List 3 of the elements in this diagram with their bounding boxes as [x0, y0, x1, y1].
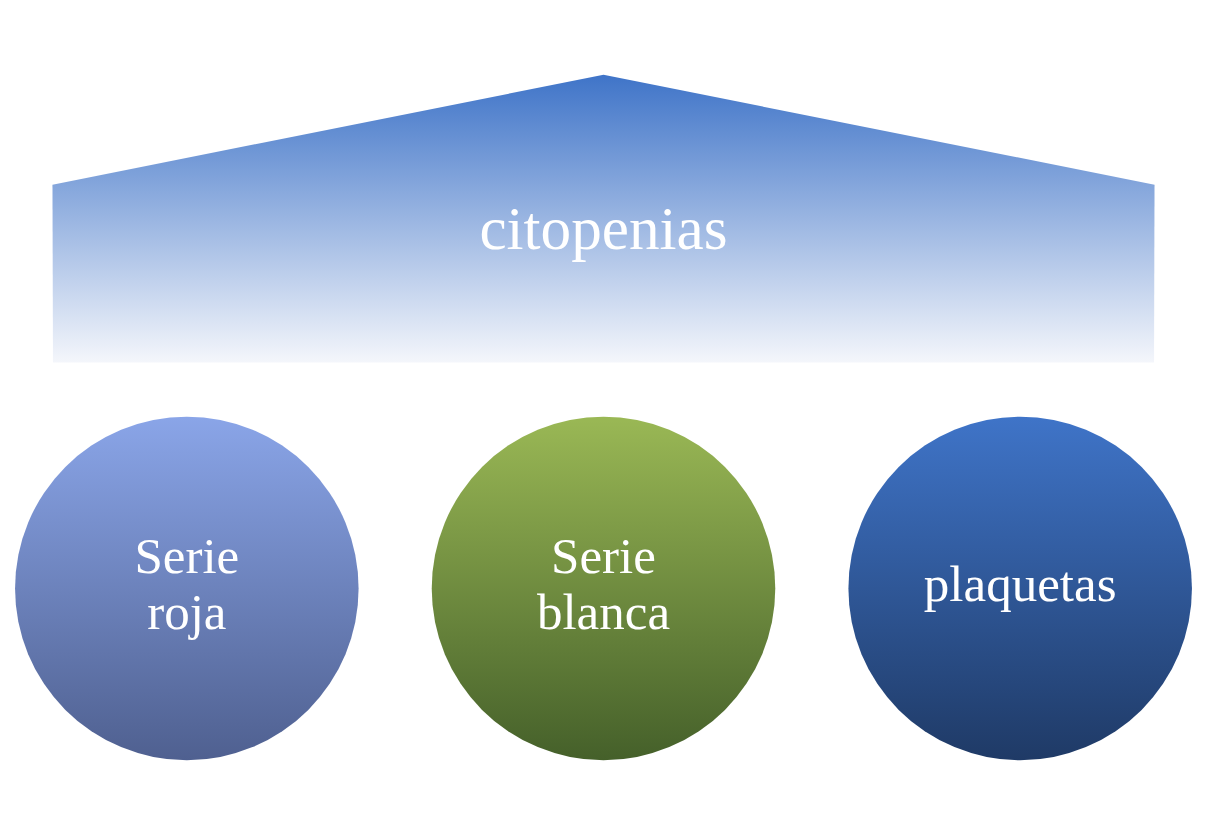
node-circle: Serie blanca	[431, 416, 776, 761]
node-circle: plaquetas	[848, 416, 1192, 761]
node-circle: Serie roja	[15, 416, 359, 761]
